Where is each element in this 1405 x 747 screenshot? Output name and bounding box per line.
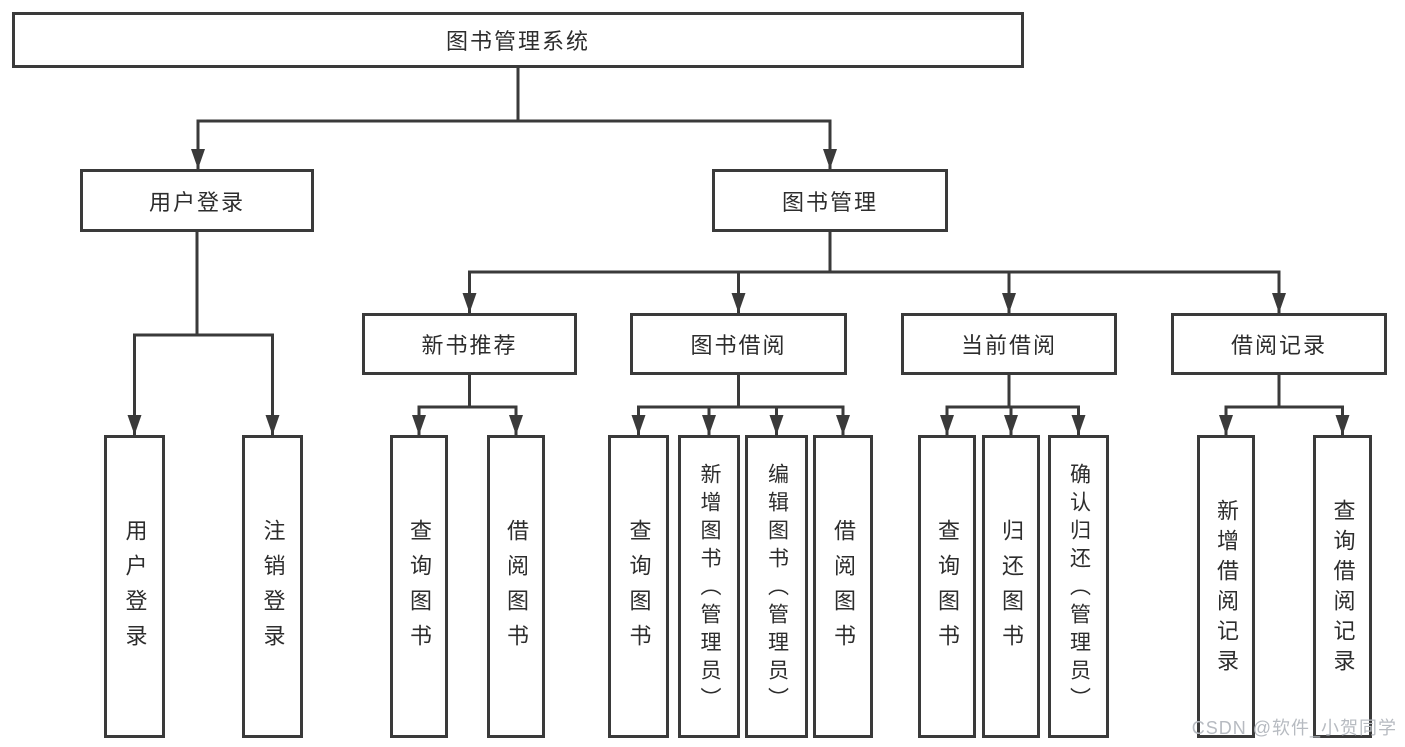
leaf-add-borrow-record: 新增借阅记录 <box>1197 435 1255 738</box>
leaf-query-books-1: 查询图书 <box>390 435 448 738</box>
leaf-confirm-return-admin: 确认归还（管理员） <box>1048 435 1109 738</box>
leaf-return-books: 归还图书 <box>982 435 1040 738</box>
node-borrowing-records: 借阅记录 <box>1171 313 1387 375</box>
leaf-query-borrow-record: 查询借阅记录 <box>1313 435 1372 738</box>
leaf-borrow-books-2: 借阅图书 <box>813 435 873 738</box>
connector-root-to-level2 <box>191 68 837 169</box>
leaf-add-books-admin: 新增图书（管理员） <box>678 435 740 738</box>
connector-book-borrow-children <box>631 375 850 435</box>
connector-user-login-children <box>127 232 280 435</box>
node-user-login: 用户登录 <box>80 169 314 232</box>
node-book-management: 图书管理 <box>712 169 948 232</box>
leaf-user-login: 用户登录 <box>104 435 165 738</box>
node-new-book-recommendation: 新书推荐 <box>362 313 577 375</box>
node-current-borrowing: 当前借阅 <box>901 313 1117 375</box>
connector-current-borrow-children <box>940 375 1086 435</box>
node-book-management-system: 图书管理系统 <box>12 12 1024 68</box>
leaf-logout-login: 注销登录 <box>242 435 303 738</box>
leaf-query-books-2: 查询图书 <box>608 435 669 738</box>
node-book-borrowing: 图书借阅 <box>630 313 847 375</box>
csdn-watermark: CSDN @软件_小贺同学 <box>1191 718 1397 738</box>
leaf-edit-books-admin: 编辑图书（管理员） <box>745 435 808 738</box>
connector-borrow-record-children <box>1219 375 1350 435</box>
leaf-query-books-3: 查询图书 <box>918 435 976 738</box>
connector-new-book-rec-children <box>412 375 523 435</box>
connector-book-mgmt-children <box>462 232 1286 313</box>
leaf-borrow-books-1: 借阅图书 <box>487 435 545 738</box>
